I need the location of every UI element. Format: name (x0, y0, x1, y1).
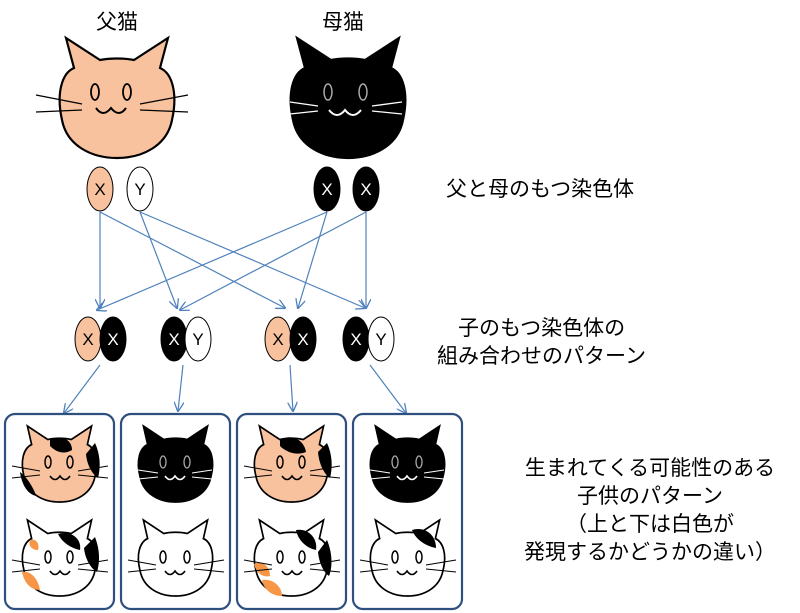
child-chromosome-pair-4: X Y (342, 316, 395, 362)
father-chromosomes: X Y (86, 166, 154, 212)
black-and-white-cat-icon (359, 519, 457, 597)
offspring-box-4 (351, 412, 464, 611)
chromosome-x: X (313, 166, 341, 212)
svg-text:X: X (168, 330, 179, 349)
child-chromosome-pair-1: X X (74, 316, 127, 362)
calico-cat-icon (11, 519, 109, 597)
calico-cat-icon (243, 519, 341, 597)
white-cat-icon (127, 519, 225, 597)
offspring-box-2 (119, 412, 232, 611)
chromosome-y: Y (126, 166, 154, 212)
svg-text:X: X (360, 180, 371, 199)
black-cat-icon (137, 425, 214, 503)
svg-text:X: X (350, 330, 361, 349)
father-label: 父猫 (96, 10, 138, 34)
svg-text:X: X (94, 180, 105, 199)
chromosome-x: X (352, 166, 380, 212)
child-chromosome-pair-3: X X (264, 316, 317, 362)
parent-chromosomes-caption: 父と母のもつ染色体 (446, 177, 635, 201)
offspring-caption-line-2: 子供のパターン (577, 484, 723, 508)
svg-text:Y: Y (375, 330, 386, 349)
svg-text:Y: Y (192, 330, 203, 349)
mother-chromosomes: X X (313, 166, 380, 212)
svg-text:X: X (321, 180, 332, 199)
svg-text:X: X (107, 330, 118, 349)
offspring-box-1 (3, 412, 116, 611)
tortoiseshell-cat-icon (11, 425, 109, 503)
child-chromosomes-caption-line-1: 子のもつ染色体の (458, 316, 626, 340)
svg-text:Y: Y (134, 180, 145, 199)
child-chromosome-pair-2: X Y (160, 316, 212, 362)
black-cat-icon (369, 425, 446, 503)
svg-text:X: X (82, 330, 93, 349)
child-to-offspring-arrows (64, 364, 406, 413)
offspring-box-3 (235, 412, 348, 611)
offspring-caption-line-1: 生まれてくる可能性のある (524, 456, 776, 480)
svg-text:X: X (297, 330, 308, 349)
offspring-caption-line-3: （上と下は白色が (566, 512, 734, 536)
child-chromosomes-caption-line-2: 組み合わせのパターン (437, 344, 646, 368)
tortoiseshell-cat-icon (243, 425, 341, 503)
mother-cat-icon (289, 36, 407, 160)
offspring-caption-line-4: 発現するかどうかの違い） (524, 540, 776, 564)
mother-label: 母猫 (322, 10, 364, 34)
father-cat-icon (35, 36, 189, 160)
offspring-boxes (3, 412, 464, 611)
svg-text:X: X (272, 330, 283, 349)
parent-to-child-arrows (97, 211, 366, 310)
chromosome-x: X (86, 166, 114, 212)
